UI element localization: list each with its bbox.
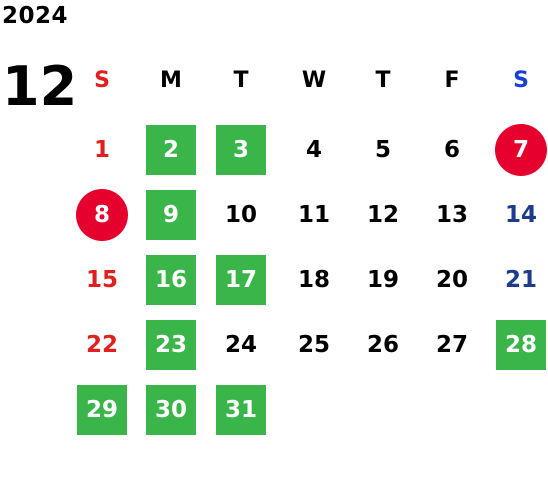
day-cell-3: 3 bbox=[216, 125, 266, 175]
day-cell-15: 15 bbox=[85, 267, 118, 293]
day-cell-24: 24 bbox=[224, 332, 257, 358]
day-cell-22: 22 bbox=[85, 332, 118, 358]
day-cell-26: 26 bbox=[366, 332, 399, 358]
day-cell-21: 21 bbox=[504, 267, 537, 293]
day-cell-30: 30 bbox=[146, 385, 196, 435]
day-cell-9: 9 bbox=[146, 190, 196, 240]
day-cell-17: 17 bbox=[216, 255, 266, 305]
day-cell-31: 31 bbox=[216, 385, 266, 435]
day-cell-20: 20 bbox=[435, 267, 468, 293]
day-cell-16: 16 bbox=[146, 255, 196, 305]
day-cell-27: 27 bbox=[435, 332, 468, 358]
day-cell-4: 4 bbox=[305, 137, 322, 163]
day-cell-13: 13 bbox=[435, 202, 468, 228]
year-label: 2024 bbox=[2, 3, 69, 29]
weekday-label-6: S bbox=[513, 68, 529, 93]
weekday-label-3: W bbox=[301, 68, 327, 93]
day-cell-6: 6 bbox=[443, 137, 460, 163]
day-cell-8: 8 bbox=[76, 189, 128, 241]
month-number: 12 bbox=[2, 55, 78, 118]
day-cell-25: 25 bbox=[297, 332, 330, 358]
day-cell-1: 1 bbox=[93, 137, 110, 163]
day-cell-11: 11 bbox=[297, 202, 330, 228]
day-cell-10: 10 bbox=[224, 202, 257, 228]
weekday-label-1: M bbox=[160, 68, 182, 93]
weekday-label-5: F bbox=[444, 68, 460, 93]
day-cell-28: 28 bbox=[496, 320, 546, 370]
weekday-label-0: S bbox=[94, 68, 110, 93]
day-cell-23: 23 bbox=[146, 320, 196, 370]
day-cell-29: 29 bbox=[77, 385, 127, 435]
day-cell-2: 2 bbox=[146, 125, 196, 175]
day-cell-18: 18 bbox=[297, 267, 330, 293]
weekday-label-2: T bbox=[233, 68, 249, 93]
day-cell-5: 5 bbox=[374, 137, 391, 163]
day-cell-7: 7 bbox=[495, 124, 547, 176]
day-cell-14: 14 bbox=[504, 202, 537, 228]
weekday-label-4: T bbox=[375, 68, 391, 93]
day-cell-19: 19 bbox=[366, 267, 399, 293]
day-cell-12: 12 bbox=[366, 202, 399, 228]
